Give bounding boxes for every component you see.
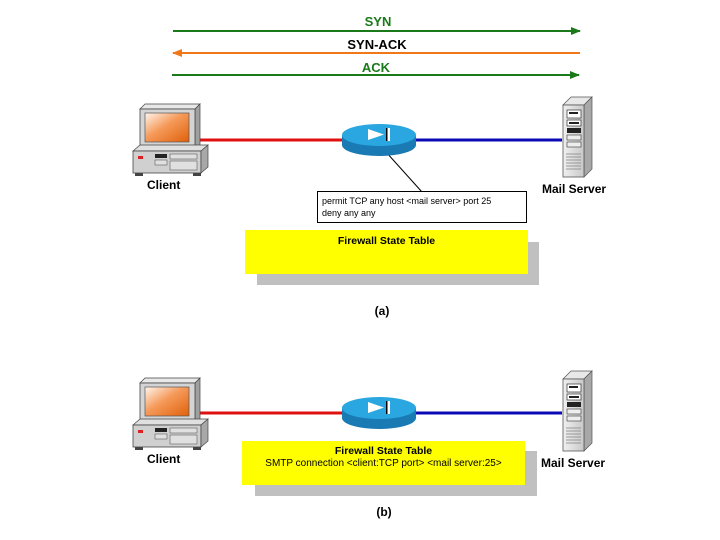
acl-rules-callout: permit TCP any host <mail server> port 2… xyxy=(317,191,527,223)
client-label: Client xyxy=(147,452,181,466)
syn-ack-label: SYN-ACK xyxy=(347,37,407,52)
callout-pointer xyxy=(385,151,423,193)
state-table-entry: SMTP connection <client:TCP port> <mail … xyxy=(265,458,502,469)
syn-label: SYN xyxy=(364,14,392,29)
acl-rule: permit TCP any host <mail server> port 2… xyxy=(322,196,492,206)
client-label: Client xyxy=(147,178,181,192)
mail-server-label: Mail Server xyxy=(542,182,607,196)
firewall-router-icon xyxy=(342,397,416,429)
state-table-title: Firewall State Table xyxy=(334,445,433,457)
panel-caption: (b) xyxy=(376,505,392,519)
client-computer-icon xyxy=(132,103,209,176)
mail-server-icon xyxy=(562,370,593,452)
state-table-title: Firewall State Table xyxy=(337,235,436,247)
mail-server-label: Mail Server xyxy=(541,456,606,470)
firewall-state-table: Firewall State Table SMTP connection <cl… xyxy=(242,441,525,485)
acl-rule: deny any any xyxy=(322,208,376,218)
firewall-router-icon xyxy=(342,124,416,156)
panel-caption: (a) xyxy=(374,304,390,318)
client-computer-icon xyxy=(132,377,209,450)
firewall-state-table: Firewall State Table xyxy=(245,230,528,274)
mail-server-icon xyxy=(562,96,593,178)
ack-label: ACK xyxy=(361,60,391,75)
